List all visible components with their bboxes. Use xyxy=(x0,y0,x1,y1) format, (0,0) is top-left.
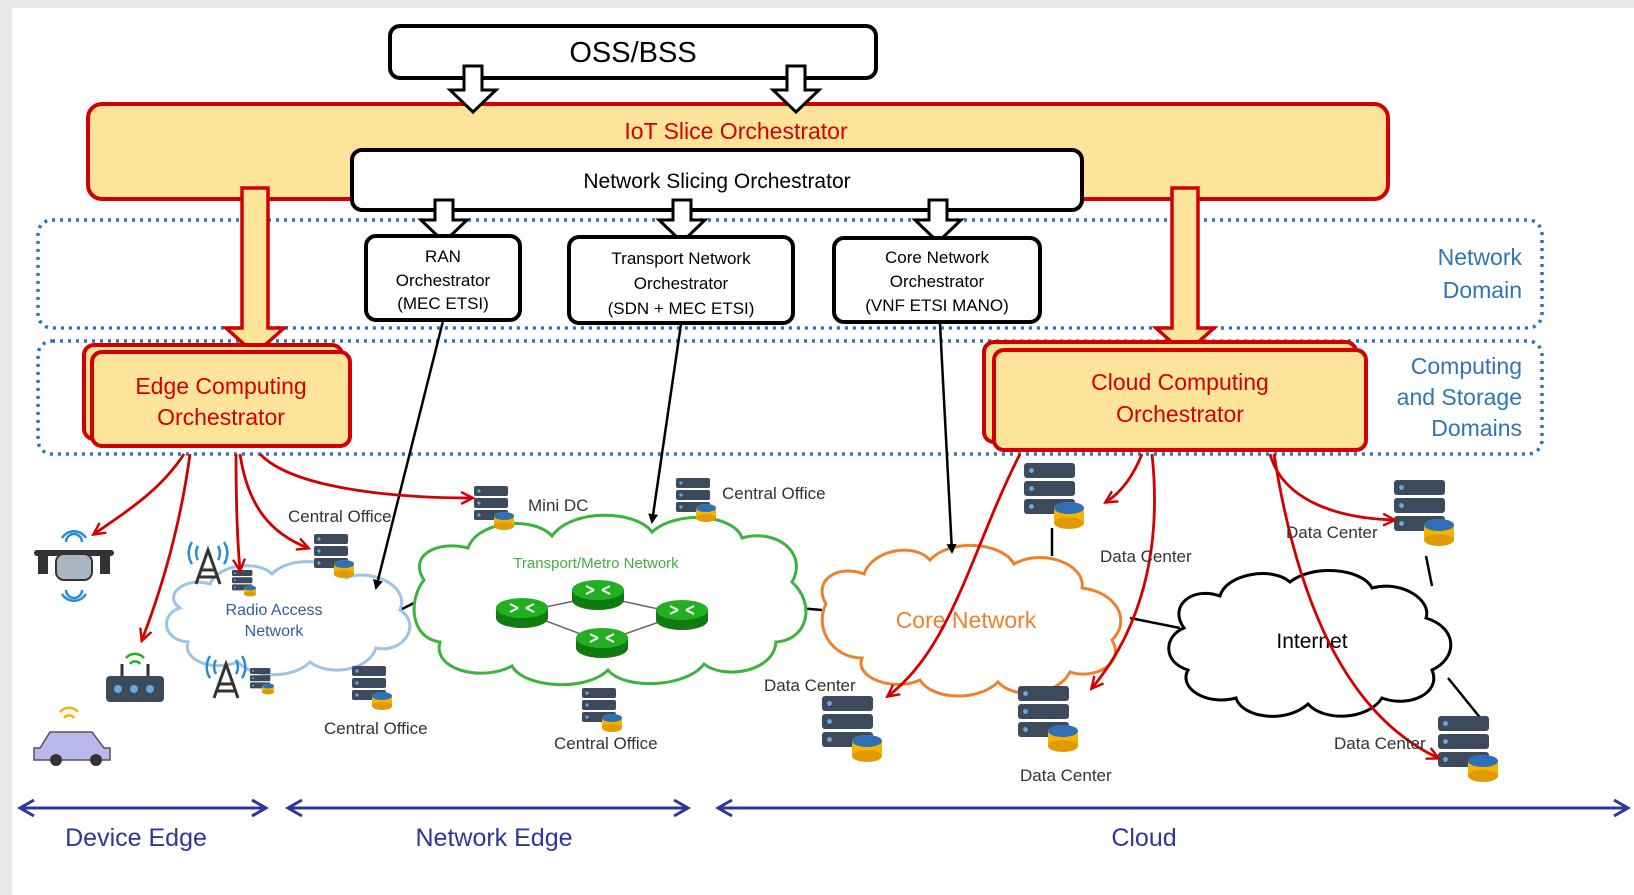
link-internet-dc2 xyxy=(1447,677,1483,721)
oss-down-arrow-right xyxy=(769,64,823,115)
computing-domain-label-line3: Domains xyxy=(1431,415,1522,441)
server-icon-data-center-internet-top xyxy=(1394,480,1454,546)
cloud-orchestrator-line1: Cloud Computing xyxy=(1091,369,1269,395)
cloud-arrow-dc-bottom xyxy=(1092,453,1156,688)
nso-arrow-core xyxy=(911,198,965,245)
network-slicing-orchestrator-box[interactable] xyxy=(350,148,1084,212)
transport-orchestrator-box[interactable] xyxy=(567,235,795,325)
server-icon-central-office-transport-top xyxy=(676,478,716,522)
router-icon-2 xyxy=(571,579,625,611)
edge-computing-orchestrator-box[interactable] xyxy=(90,350,352,448)
diagram-svg: IoT Slice Orchestrator OSS/BSS Network S… xyxy=(16,24,1632,852)
iot-to-edge-arrow xyxy=(221,186,289,357)
transport-orchestrator-line1: Transport Network xyxy=(611,249,751,268)
cloud-arrow-dc-internet-top xyxy=(1268,453,1394,520)
cloud-label: Cloud xyxy=(1111,824,1176,852)
iot-to-cloud-arrow xyxy=(1151,186,1219,357)
server-icon-central-office-ran-bottom xyxy=(352,666,392,710)
oss-bss-box[interactable] xyxy=(388,24,878,80)
ran-orchestrator-line3: (MEC ETSI) xyxy=(397,294,489,313)
core-orchestrator-line2: Orchestrator xyxy=(890,272,985,291)
oss-down-arrow-left xyxy=(446,64,500,115)
device-edge-label: Device Edge xyxy=(65,824,207,852)
wifi-router-icon xyxy=(106,652,164,702)
ran-cloud-label-line2: Network xyxy=(245,623,305,640)
transport-orchestrator-arrow xyxy=(648,323,683,524)
network-edge-label: Network Edge xyxy=(415,824,572,852)
edge-arrow-mini-dc xyxy=(258,453,472,498)
server-icon-data-center-core-bottom xyxy=(1018,686,1078,752)
network-domain-box xyxy=(36,218,1544,330)
data-center-label-core-bottom: Data Center xyxy=(1020,766,1112,785)
data-center-label-core-left: Data Center xyxy=(764,676,856,695)
server-icon-data-center-core-left xyxy=(822,696,882,762)
server-icon-mini-dc xyxy=(474,486,514,530)
core-orchestrator-box[interactable] xyxy=(832,236,1042,324)
data-center-label-internet-bottom: Data Center xyxy=(1334,734,1426,753)
data-center-label-internet-top: Data Center xyxy=(1286,523,1378,542)
router-icon-3 xyxy=(655,599,709,631)
core-cloud-label: Core Network xyxy=(896,607,1037,633)
edge-arrow-ran xyxy=(236,453,240,570)
computing-domain-box xyxy=(36,339,1544,456)
data-center-label-core-top: Data Center xyxy=(1100,547,1192,566)
central-office-label-ran-bottom: Central Office xyxy=(324,719,428,738)
ran-orchestrator-line1: RAN xyxy=(425,247,461,266)
cloud-orchestrator-line2: Orchestrator xyxy=(1116,401,1244,427)
transport-orchestrator-line2: Orchestrator xyxy=(634,274,729,293)
iot-slice-orchestrator-label: IoT Slice Orchestrator xyxy=(624,118,848,144)
transport-cloud-label: Transport/Metro Network xyxy=(513,555,679,572)
network-slicing-orchestrator-label: Network Slicing Orchestrator xyxy=(583,170,850,193)
server-icon-data-center-core-top xyxy=(1024,463,1084,529)
diagram-canvas: IoT Slice Orchestrator OSS/BSS Network S… xyxy=(12,8,1634,895)
internet-cloud-label: Internet xyxy=(1276,630,1347,653)
computing-domain-label-line2: and Storage xyxy=(1397,384,1522,410)
connected-car-icon xyxy=(33,706,111,766)
link-core-internet xyxy=(1129,616,1181,630)
core-orchestrator-line1: Core Network xyxy=(885,248,989,267)
edge-arrow-wifi xyxy=(142,453,192,640)
link-internet-dc xyxy=(1424,555,1434,587)
nso-arrow-ran xyxy=(417,198,471,245)
network-domain-label-line1: Network xyxy=(1438,244,1523,270)
ran-orchestrator-box[interactable] xyxy=(364,234,522,322)
server-icon-data-center-internet-bottom xyxy=(1438,716,1498,782)
central-office-label-transport-top: Central Office xyxy=(722,484,826,503)
ran-orchestrator-arrow xyxy=(373,320,445,590)
oss-bss-label: OSS/BSS xyxy=(569,37,696,69)
network-domain-label-line2: Domain xyxy=(1443,277,1522,303)
transport-orchestrator-line3: (SDN + MEC ETSI) xyxy=(608,299,755,318)
cloud-arrow-dc-internet-bottom xyxy=(1272,453,1438,758)
cloud-arrow-dc-top xyxy=(1106,453,1144,502)
ran-orchestrator-line2: Orchestrator xyxy=(396,271,491,290)
cloud-arrow-dc-left xyxy=(888,453,1022,696)
mini-dc-label: Mini DC xyxy=(528,496,588,515)
server-icon-central-office-transport-bottom xyxy=(582,688,622,732)
edge-arrow-central-office xyxy=(238,453,308,548)
edge-orchestrator-line2: Orchestrator xyxy=(157,404,285,430)
core-orchestrator-arrow xyxy=(938,323,957,554)
router-icon-1 xyxy=(495,597,549,629)
nso-arrow-transport xyxy=(655,198,709,245)
core-orchestrator-line3: (VNF ETSI MANO) xyxy=(865,296,1009,315)
edge-orchestrator-line1: Edge Computing xyxy=(135,373,306,399)
server-icon-ran-small-2 xyxy=(250,668,274,695)
drone-icon xyxy=(34,529,114,603)
central-office-label-transport-bottom: Central Office xyxy=(554,734,658,753)
cloud-computing-orchestrator-box[interactable] xyxy=(992,348,1368,452)
router-icon-4 xyxy=(575,627,629,659)
ran-cloud-label-line1: Radio Access xyxy=(226,602,323,619)
edge-arrow-drone xyxy=(94,453,186,534)
central-office-label-ran-top: Central Office xyxy=(288,507,392,526)
computing-domain-label-line1: Computing xyxy=(1411,353,1522,379)
internet-cloud[interactable] xyxy=(1167,569,1453,718)
